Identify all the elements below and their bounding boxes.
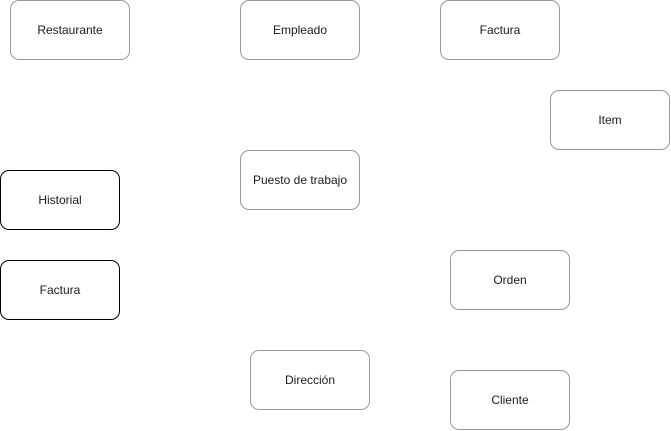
node-cliente[interactable]: Cliente [450, 370, 570, 430]
node-label: Puesto de trabajo [252, 173, 348, 187]
node-empleado[interactable]: Empleado [240, 0, 360, 60]
node-factura-left[interactable]: Factura [0, 260, 120, 320]
node-orden[interactable]: Orden [450, 250, 570, 310]
node-label: Orden [493, 273, 527, 287]
node-item[interactable]: Item [550, 90, 670, 150]
node-historial[interactable]: Historial [0, 170, 120, 230]
node-label: Factura [479, 23, 521, 37]
node-label: Cliente [491, 393, 529, 407]
node-factura-top[interactable]: Factura [440, 0, 560, 60]
node-label: Empleado [272, 23, 328, 37]
node-label: Item [598, 113, 622, 127]
node-label: Dirección [284, 373, 335, 387]
node-label: Factura [39, 283, 81, 297]
node-restaurante[interactable]: Restaurante [10, 0, 130, 60]
node-label: Restaurante [37, 23, 103, 37]
node-direccion[interactable]: Dirección [250, 350, 370, 410]
node-puesto-de-trabajo[interactable]: Puesto de trabajo [240, 150, 360, 210]
node-label: Historial [38, 193, 82, 207]
